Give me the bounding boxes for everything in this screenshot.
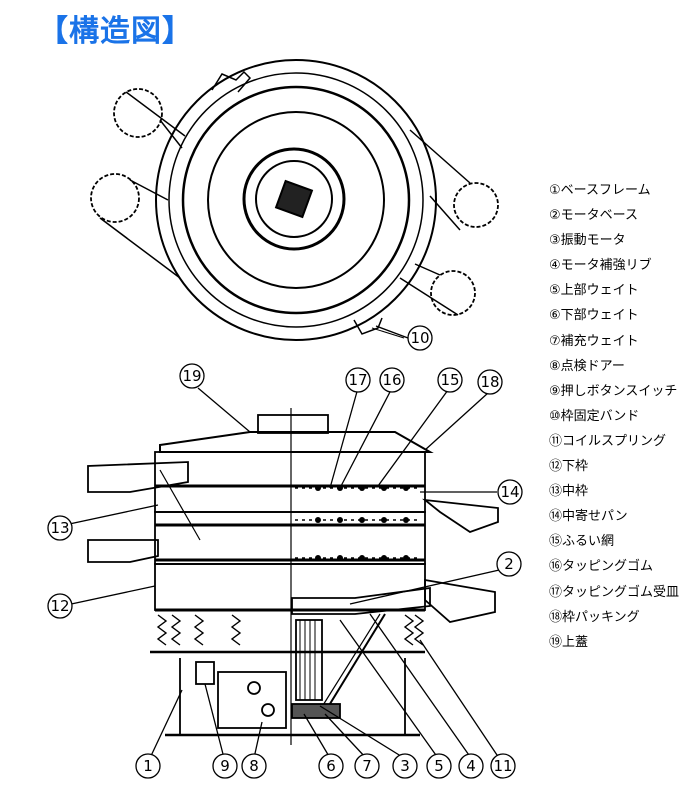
legend-item: ⑦補充ウェイト (549, 333, 639, 349)
leader-lines (59, 325, 509, 759)
callout-13: 13 (47, 515, 73, 541)
legend-item: ⑰タッピングゴム受皿 (549, 584, 680, 600)
svg-text:1: 1 (143, 757, 153, 775)
callout-2: 2 (496, 551, 522, 577)
belt-lines (99, 91, 471, 316)
svg-text:10: 10 (410, 329, 429, 347)
top-view (90, 59, 499, 341)
svg-text:18: 18 (480, 373, 499, 391)
right-spout-lower (424, 578, 496, 623)
callout-4: 4 (458, 753, 484, 779)
svg-text:2: 2 (504, 555, 514, 573)
legend-item: ⑲上蓋 (549, 634, 589, 650)
outlet-inner (255, 160, 333, 238)
legend-item: ⑥下部ウェイト (549, 308, 639, 324)
legend-item: ⑪コイルスプリング (549, 433, 667, 449)
callout-16: 16 (379, 367, 405, 393)
svg-text:9: 9 (220, 757, 230, 775)
callout-8: 8 (241, 753, 267, 779)
motor-rib (324, 613, 386, 713)
svg-text:16: 16 (382, 371, 401, 389)
callout-14: 14 (497, 479, 523, 505)
inspection-door (217, 671, 287, 729)
svg-text:12: 12 (50, 597, 69, 615)
clamp-top (211, 70, 252, 93)
clamp-bottom (353, 317, 383, 335)
motor-base (291, 586, 431, 615)
screen-ring (207, 111, 385, 289)
callout-5: 5 (426, 753, 452, 779)
legend-item: ⑨押しボタンスイッチ (549, 383, 678, 399)
legend-item: ⑮ふるい網 (549, 534, 615, 550)
outlet-outer (242, 147, 346, 251)
center-mesh-icon (274, 179, 314, 219)
frame-ring (181, 85, 411, 315)
callout-6: 6 (318, 753, 344, 779)
legend-item: ⑬中枠 (549, 484, 589, 500)
frame-bands (155, 484, 425, 612)
svg-text:8: 8 (249, 757, 259, 775)
legend-item: ⑭中寄せパン (549, 509, 628, 525)
tapping-balls (315, 485, 409, 561)
svg-text:11: 11 (493, 757, 512, 775)
callout-3: 3 (392, 753, 418, 779)
lid (159, 431, 434, 453)
svg-text:13: 13 (50, 519, 69, 537)
callout-11: 11 (490, 753, 516, 779)
legend-item: ⑱枠パッキング (549, 609, 640, 625)
vibration-motor (295, 619, 323, 701)
left-spout-lower (87, 539, 159, 563)
legend-item: ④モータ補強リブ (549, 258, 652, 274)
parts-legend: ①ベースフレーム ②モータベース ③振動モータ ④モータ補強リブ ⑤上部ウェイト… (549, 178, 679, 655)
push-button-switch (195, 661, 215, 685)
legend-item: ⑫下枠 (549, 459, 589, 475)
svg-text:6: 6 (326, 757, 336, 775)
legend-item: ③振動モータ (549, 233, 626, 249)
weight-circles (90, 88, 499, 316)
legend-item: ⑧点検ドアー (549, 358, 625, 374)
callout-12: 12 (47, 593, 73, 619)
page-title: 【構造図】 (38, 14, 193, 49)
right-spout-upper (422, 498, 499, 533)
callout-17: 17 (345, 367, 371, 393)
legend-item: ⑩枠固定バンド (549, 408, 640, 424)
legend-item: ②モータベース (549, 208, 639, 224)
outer-rim (155, 59, 437, 341)
callouts: 19 17 16 15 18 14 2 13 12 10 1 9 8 6 7 3… (47, 325, 523, 779)
legend-item: ①ベースフレーム (549, 183, 651, 198)
callout-7: 7 (354, 753, 380, 779)
lower-frame (154, 563, 426, 611)
svg-text:17: 17 (348, 371, 367, 389)
screen-meshes (295, 487, 420, 559)
callout-10: 10 (407, 325, 433, 351)
svg-text:5: 5 (434, 757, 444, 775)
svg-text:7: 7 (362, 757, 372, 775)
callout-18: 18 (477, 369, 503, 395)
callout-15: 15 (437, 367, 463, 393)
lower-weight (291, 703, 341, 719)
lid-top-port (257, 414, 329, 434)
svg-text:3: 3 (400, 757, 410, 775)
outer-rim-inner (168, 72, 424, 328)
callout-19: 19 (179, 363, 205, 389)
svg-text:4: 4 (466, 757, 476, 775)
left-spout-upper (87, 461, 189, 493)
side-view (87, 408, 499, 745)
callout-9: 9 (212, 753, 238, 779)
upper-frame (154, 451, 426, 513)
callout-1: 1 (135, 753, 161, 779)
legend-item: ⑤上部ウェイト (549, 283, 639, 299)
svg-text:14: 14 (500, 483, 519, 501)
svg-text:15: 15 (440, 371, 459, 389)
springs (156, 614, 425, 646)
svg-text:19: 19 (182, 367, 201, 385)
legend-item: ⑯タッピングゴム (549, 559, 654, 575)
